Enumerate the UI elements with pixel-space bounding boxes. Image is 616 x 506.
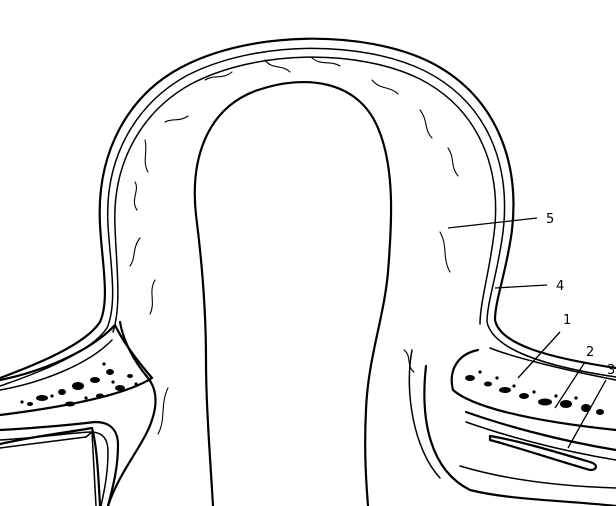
- label-4: 4: [556, 279, 564, 294]
- label-5: 5: [546, 212, 554, 227]
- outer-membrane: [0, 39, 616, 386]
- inner-lobe-outline: [195, 82, 391, 506]
- label-3: 3: [607, 363, 615, 378]
- left-bone-block: [0, 322, 155, 506]
- label-1: 1: [563, 313, 571, 328]
- label-2: 2: [586, 345, 594, 360]
- leader-line-5: [448, 218, 537, 228]
- part-labels: 1 2 3 4 5: [546, 212, 615, 378]
- leader-line-4: [495, 285, 547, 288]
- right-bone-texture: [465, 370, 604, 415]
